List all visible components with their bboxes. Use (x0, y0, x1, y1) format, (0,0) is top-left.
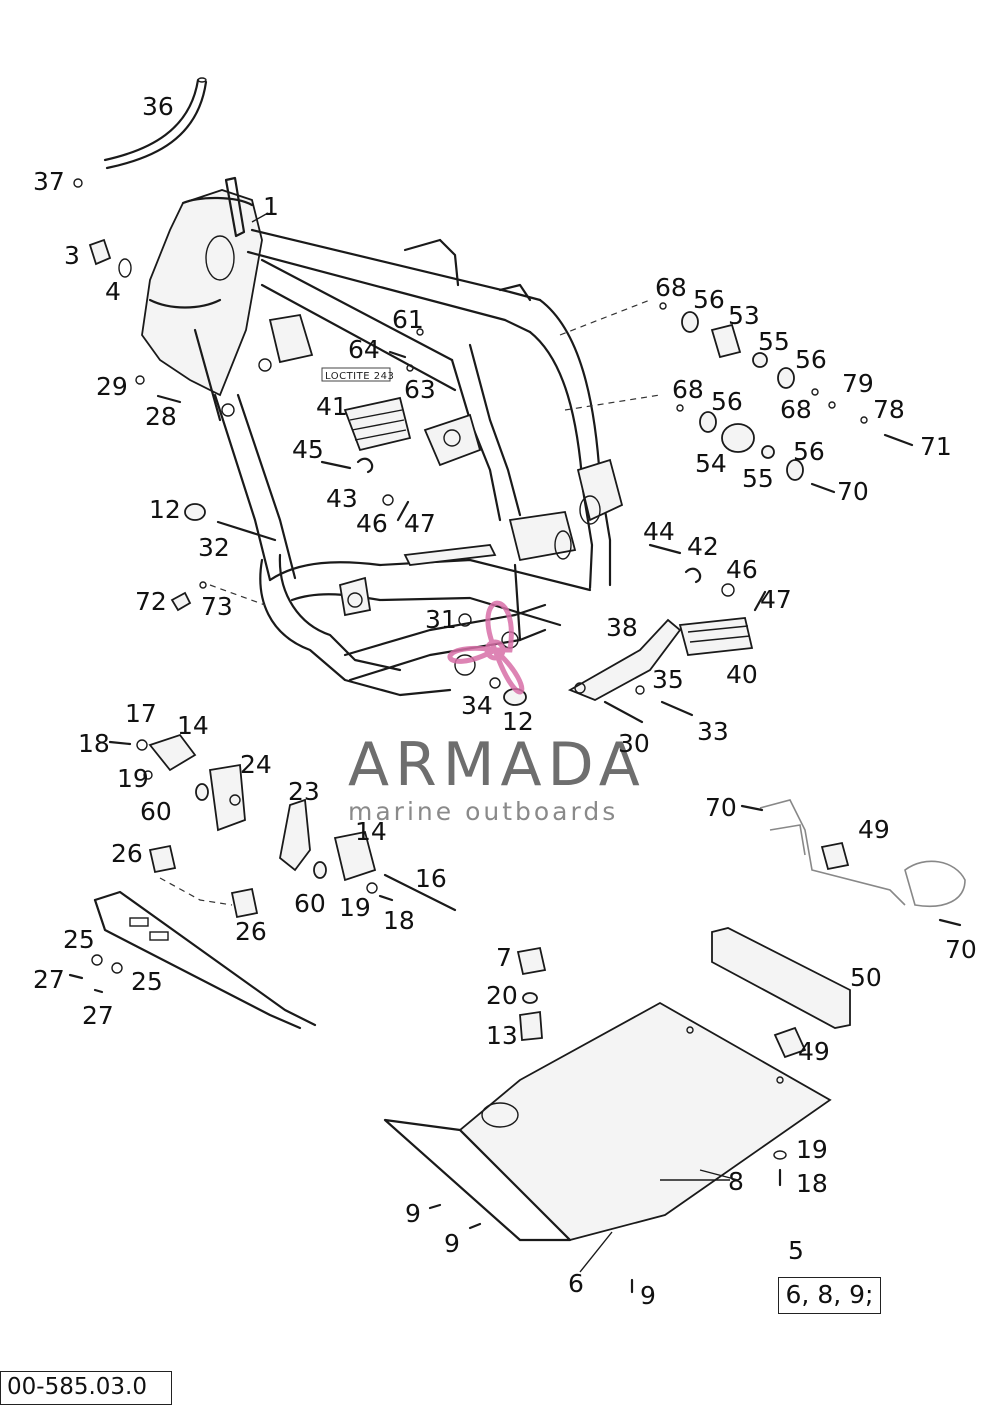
callout-25-top: 25 (63, 925, 95, 954)
watermark-tagline: marine outboards (348, 797, 618, 826)
callout-35: 35 (652, 665, 684, 694)
frame-drawing (141, 176, 624, 697)
callout-68-mid: 68 (672, 375, 704, 404)
callout-12-bottom: 12 (502, 707, 534, 736)
callout-36: 36 (142, 92, 174, 121)
callout-26-bottom: 26 (235, 917, 267, 946)
callout-34: 34 (461, 691, 493, 720)
callout-42: 42 (687, 532, 719, 561)
callout-19-left: 19 (117, 764, 149, 793)
callout-20: 20 (486, 981, 518, 1010)
callout-71: 71 (920, 432, 952, 461)
callout-44: 44 (643, 517, 675, 546)
callout-49-top: 49 (858, 815, 890, 844)
callout-18-left: 18 (78, 729, 110, 758)
callout-47-left: 47 (404, 509, 436, 538)
callout-7: 7 (496, 943, 512, 972)
callout-9-b: 9 (444, 1229, 460, 1258)
callout-50: 50 (850, 963, 882, 992)
callout-4: 4 (105, 277, 121, 306)
callout-72: 72 (135, 587, 167, 616)
callout-8: 8 (728, 1167, 744, 1196)
callout-54: 54 (695, 449, 727, 478)
callout-41: 41 (316, 392, 348, 421)
callout-18-mid: 18 (383, 906, 415, 935)
watermark: ARMADA marine outboards (348, 600, 646, 826)
callout-19-mid: 19 (339, 893, 371, 922)
callout-70-c: 70 (945, 935, 977, 964)
callout-60-left: 60 (140, 797, 172, 826)
loctite-note: LOCTITE 243 (325, 371, 394, 382)
callout-73: 73 (201, 592, 233, 621)
callout-68-right: 68 (780, 395, 812, 424)
callout-78: 78 (873, 395, 905, 424)
callout-79: 79 (842, 369, 874, 398)
callout-26-top: 26 (111, 839, 143, 868)
callout-31: 31 (425, 605, 457, 634)
callout-38: 38 (606, 613, 638, 642)
callout-55-top: 55 (758, 327, 790, 356)
kit-number: 5 (788, 1236, 804, 1265)
callout-56-top: 56 (693, 285, 725, 314)
callout-43: 43 (326, 484, 358, 513)
callout-30: 30 (618, 729, 650, 758)
callout-45: 45 (292, 435, 324, 464)
callout-70-a: 70 (837, 477, 869, 506)
diagram-code: 00-585.03.0 (0, 1371, 172, 1405)
callout-24: 24 (240, 750, 272, 779)
kit-contents-box: 6, 8, 9; (778, 1277, 881, 1314)
callout-3: 3 (64, 241, 80, 270)
callout-27-bottom: 27 (82, 1001, 114, 1030)
callout-13: 13 (486, 1021, 518, 1050)
callout-18-right: 18 (796, 1169, 828, 1198)
callout-63: 63 (404, 375, 436, 404)
callout-40: 40 (726, 660, 758, 689)
callout-12-top: 12 (149, 495, 181, 524)
callout-56-mid: 56 (795, 345, 827, 374)
leader-lines (251, 212, 739, 1273)
callout-46-left: 46 (356, 509, 388, 538)
watermark-name: ARMADA (348, 730, 646, 800)
propeller-logo-icon (447, 600, 525, 695)
callout-37: 37 (33, 167, 65, 196)
callout-29: 29 (96, 372, 128, 401)
callout-60-right: 60 (294, 889, 326, 918)
callout-33: 33 (697, 717, 729, 746)
callout-56-b: 56 (711, 387, 743, 416)
callout-32: 32 (198, 533, 230, 562)
callout-56-c: 56 (793, 437, 825, 466)
callout-27-top: 27 (33, 965, 65, 994)
callout-23: 23 (288, 777, 320, 806)
callout-70-b: 70 (705, 793, 737, 822)
callout-14-left: 14 (177, 711, 209, 740)
callout-46-right: 46 (726, 555, 758, 584)
callout-9-c: 9 (640, 1281, 656, 1310)
callout-19-right: 19 (796, 1135, 828, 1164)
callout-61: 61 (392, 305, 424, 334)
loose-parts (68, 77, 966, 1294)
callout-1: 1 (263, 192, 279, 221)
callout-68-top: 68 (655, 273, 687, 302)
callout-49-bottom: 49 (798, 1037, 830, 1066)
callout-25-bottom: 25 (131, 967, 163, 996)
callout-9-a: 9 (405, 1199, 421, 1228)
callout-64: 64 (348, 335, 380, 364)
callout-28: 28 (145, 402, 177, 431)
callout-6: 6 (568, 1269, 584, 1298)
callout-17: 17 (125, 699, 157, 728)
callout-16: 16 (415, 864, 447, 893)
callout-14-right: 14 (355, 817, 387, 846)
callout-55-b: 55 (742, 464, 774, 493)
callout-47-right: 47 (760, 585, 792, 614)
callout-53: 53 (728, 301, 760, 330)
callout-labels: 36 37 1 3 4 68 56 53 61 55 64 56 29 63 7… (33, 92, 977, 1310)
